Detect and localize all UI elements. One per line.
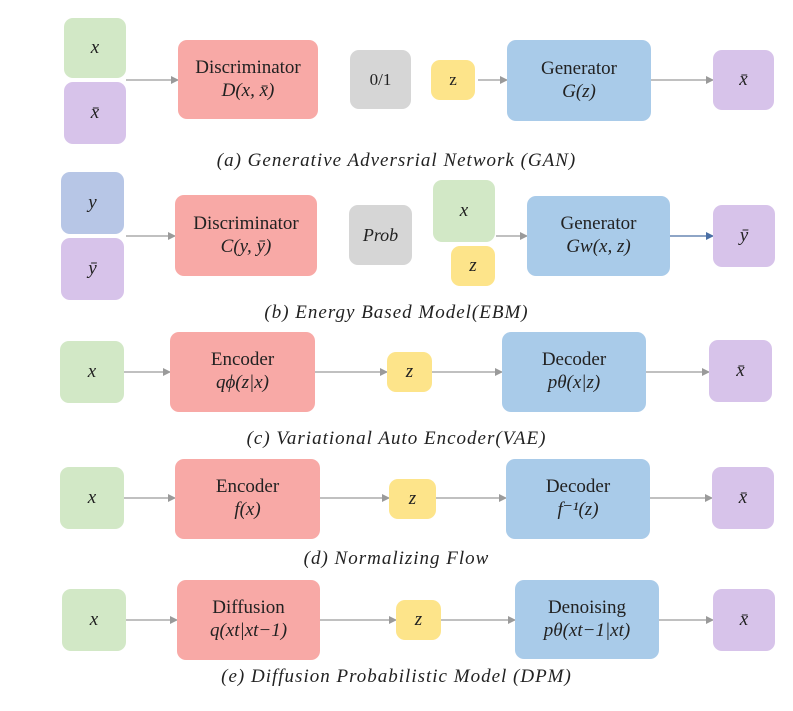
gan-output-01: 0/1 [350, 50, 411, 109]
ebm-input-x: x [433, 180, 495, 242]
vae-input-x: x [60, 341, 124, 403]
vae-encoder: Encoder qϕ(z|x) [170, 332, 315, 412]
dpm-denoising: Denoising pθ(xt−1|xt) [515, 580, 659, 659]
flow-encoder: Encoder f(x) [175, 459, 320, 539]
caption-dpm: (e) Diffusion Probabilistic Model (DPM) [221, 666, 572, 687]
flow-decoder: Decoder f⁻¹(z) [506, 459, 650, 539]
vae-decoder: Decoder pθ(x|z) [502, 332, 646, 412]
ebm-input-y: y [61, 172, 124, 234]
dpm-diffusion: Diffusion q(xt|xt−1) [177, 580, 320, 660]
dpm-latent-z: z [396, 600, 441, 640]
vae-latent-z: z [387, 352, 432, 392]
flow-input-x: x [60, 467, 124, 529]
ebm-output-prob: Prob [349, 205, 412, 265]
ebm-output-ybar: ȳ [713, 205, 775, 267]
dpm-output-xbar: x̄ [713, 589, 775, 651]
caption-vae: (c) Variational Auto Encoder(VAE) [246, 428, 547, 449]
gan-input-x: x [64, 18, 126, 78]
dpm-input-x: x [62, 589, 126, 651]
caption-gan: (a) Generative Adversrial Network (GAN) [216, 150, 577, 171]
gan-discriminator: Discriminator D(x, x̄) [178, 40, 318, 119]
gan-latent-z: z [431, 60, 475, 100]
flow-output-xbar: x̄ [712, 467, 774, 529]
ebm-input-ybar: ȳ [61, 238, 124, 300]
gan-input-xbar: x̄ [64, 82, 126, 144]
vae-output-xbar: x̄ [709, 340, 772, 402]
gan-output-xbar: x̄ [713, 50, 774, 110]
ebm-latent-z: z [451, 246, 495, 286]
gan-generator: Generator G(z) [507, 40, 651, 121]
flow-latent-z: z [389, 479, 436, 519]
ebm-discriminator: Discriminator C(y, ȳ) [175, 195, 317, 276]
ebm-generator: Generator Gw(x, z) [527, 196, 670, 276]
caption-ebm: (b) Energy Based Model(EBM) [264, 302, 529, 323]
caption-flow: (d) Normalizing Flow [303, 548, 490, 569]
